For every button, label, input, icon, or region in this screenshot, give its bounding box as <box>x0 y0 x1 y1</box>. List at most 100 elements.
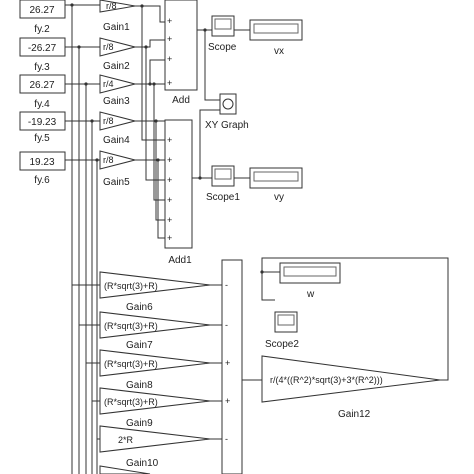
branch-point <box>203 28 207 32</box>
gain1[interactable]: r/8 Gain1 <box>99 0 136 33</box>
gain-label: Gain10 <box>126 458 159 469</box>
gain5[interactable]: r/8 Gain5 <box>99 150 136 188</box>
constant-value: -19.23 <box>28 117 57 128</box>
gain-label: Gain7 <box>126 340 153 351</box>
sum-port-sign: + <box>225 396 230 406</box>
constant-value: 26.27 <box>29 5 54 16</box>
display-w[interactable]: w <box>279 262 341 300</box>
sum-port-sign: - <box>225 434 228 444</box>
gain-expr: (R*sqrt(3)+R) <box>104 281 158 291</box>
gain7[interactable]: (R*sqrt(3)+R) Gain7 <box>99 311 211 351</box>
gain-expr: r/(4*((R^2)*sqrt(3)+3*(R^2))) <box>270 375 383 385</box>
constant-fy6[interactable]: 19.23 fy.6 <box>19 151 66 186</box>
constant-value: 19.23 <box>29 157 54 168</box>
gain-expr: (R*sqrt(3)+R) <box>104 321 158 331</box>
signal-line <box>141 6 165 141</box>
signal-line <box>261 272 275 301</box>
display-label: w <box>306 289 315 300</box>
signal-line <box>204 30 220 101</box>
add-port-sign: + <box>167 16 172 26</box>
signal-line <box>135 39 165 48</box>
gain-expr: r/8 <box>103 155 114 165</box>
branch-point <box>260 270 264 274</box>
gain-expr: r/8 <box>106 1 117 11</box>
branch-point <box>148 82 152 86</box>
gain-label: Gain2 <box>103 61 130 72</box>
gain11-partial[interactable] <box>99 465 151 474</box>
sum-port-sign: - <box>225 280 228 290</box>
scope1-label: Scope1 <box>206 192 240 203</box>
constant-label: fy.3 <box>34 62 50 73</box>
gain-label: Gain8 <box>126 380 153 391</box>
gain-expr: 2*R <box>118 435 134 445</box>
branch-point <box>152 82 156 86</box>
add1-port-sign: + <box>167 215 172 225</box>
xy-graph-icon <box>222 98 234 110</box>
constant-fy2[interactable]: 26.27 fy.2 <box>19 0 66 35</box>
constant-fy5[interactable]: -19.23 fy.5 <box>19 111 66 144</box>
gain-label: Gain1 <box>103 22 130 33</box>
scope2-label: Scope2 <box>265 339 299 350</box>
add1-port-sign: + <box>167 175 172 185</box>
gain4[interactable]: r/8 Gain4 <box>99 111 136 146</box>
sum-block[interactable]: - - + + - <box>221 259 243 474</box>
gain-expr: r/4 <box>103 79 114 89</box>
display-vx[interactable]: vx <box>249 19 303 57</box>
add-block[interactable]: + + + + Add <box>164 0 198 106</box>
add-port-sign: + <box>167 34 172 44</box>
gain12[interactable]: r/(4*((R^2)*sqrt(3)+3*(R^2))) Gain12 <box>261 355 441 420</box>
constant-label: fy.2 <box>34 24 50 35</box>
gain-label: Gain4 <box>103 135 130 146</box>
add1-block[interactable]: + + + + + + Add1 <box>164 119 193 266</box>
add1-port-sign: + <box>167 195 172 205</box>
branch-point <box>198 176 202 180</box>
add1-port-sign: + <box>167 135 172 145</box>
gain-expr: r/8 <box>103 116 114 126</box>
scope-block[interactable]: Scope <box>208 15 237 53</box>
signal-line <box>261 257 449 381</box>
branch-point <box>140 4 144 8</box>
xy-graph-block[interactable]: XY Graph <box>205 93 249 131</box>
signal-line <box>155 121 165 221</box>
add1-port-sign: + <box>167 155 172 165</box>
constant-value: -26.27 <box>28 43 57 54</box>
scope2-block[interactable]: Scope2 <box>265 311 299 350</box>
signal-line <box>145 47 165 181</box>
constant-label: fy.6 <box>34 175 50 186</box>
gain8[interactable]: (R*sqrt(3)+R) Gain8 <box>99 349 211 391</box>
add-port-sign: + <box>167 78 172 88</box>
gain-expr: r/8 <box>103 42 114 52</box>
sum-port-sign: - <box>225 320 228 330</box>
add-label: Add <box>172 95 190 106</box>
display-label: vx <box>274 46 284 57</box>
gain-label: Gain9 <box>126 418 153 429</box>
signal-line <box>149 59 165 84</box>
gain-expr: (R*sqrt(3)+R) <box>104 359 158 369</box>
constant-label: fy.4 <box>34 99 50 110</box>
constant-fy4[interactable]: 26.27 fy.4 <box>19 74 66 110</box>
gain2[interactable]: r/8 Gain2 <box>99 37 136 72</box>
add-port-sign: + <box>167 54 172 64</box>
gain3[interactable]: r/4 Gain3 <box>99 74 136 107</box>
constant-label: fy.5 <box>34 133 50 144</box>
scope-label: Scope <box>208 42 237 53</box>
gain-label: Gain5 <box>103 177 130 188</box>
add1-label: Add1 <box>168 255 192 266</box>
gain9[interactable]: (R*sqrt(3)+R) Gain9 <box>99 387 211 429</box>
gain-expr: (R*sqrt(3)+R) <box>104 397 158 407</box>
scope1-block[interactable]: Scope1 <box>206 165 240 203</box>
xy-graph-label: XY Graph <box>205 120 249 131</box>
signal-line <box>135 5 165 23</box>
sum-port-sign: + <box>225 358 230 368</box>
branch-point <box>144 45 148 49</box>
signal-line <box>153 84 165 201</box>
constant-value: 26.27 <box>29 80 54 91</box>
gain6[interactable]: (R*sqrt(3)+R) Gain6 <box>99 271 211 313</box>
branch-point <box>90 119 94 123</box>
branch-point <box>154 119 158 123</box>
display-vy[interactable]: vy <box>249 167 303 203</box>
gain10[interactable]: 2*R Gain10 <box>99 425 211 469</box>
constant-fy3[interactable]: -26.27 fy.3 <box>19 37 66 73</box>
gain-label: Gain6 <box>126 302 153 313</box>
